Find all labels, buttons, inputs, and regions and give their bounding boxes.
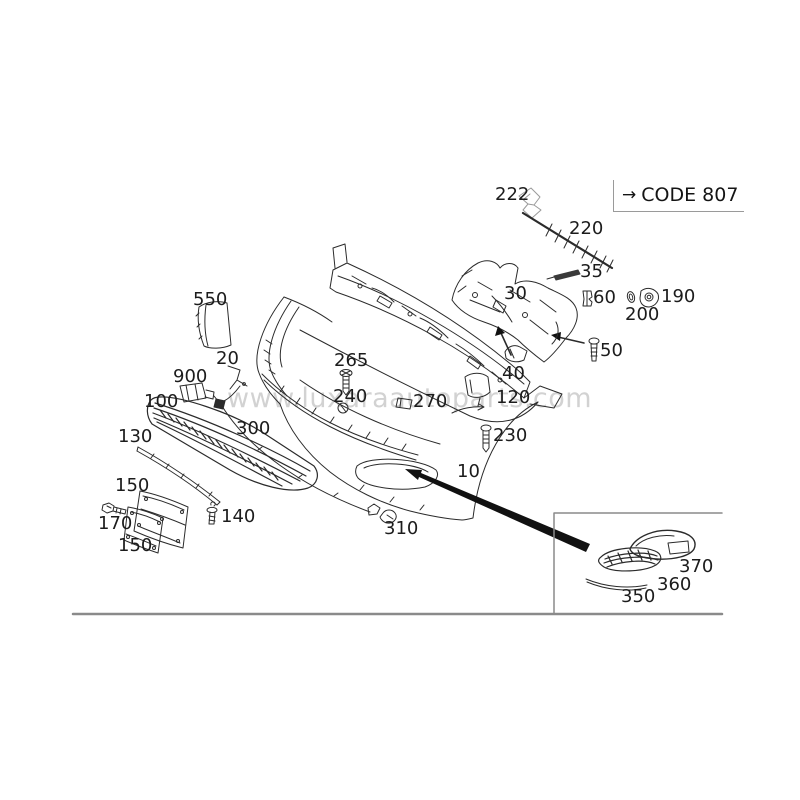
part-label-120: 120 [496,387,531,408]
panel-550-drawing [195,301,232,349]
part-label-360: 360 [657,574,692,595]
screw-50-drawing [551,332,600,362]
screw-265-drawing [339,369,353,396]
part-label-222: 222 [495,184,530,205]
part-label-200: 200 [625,304,660,325]
screw-230-drawing [480,424,492,453]
parktronic-sensor-drawing [626,287,659,308]
part-label-240: 240 [333,386,368,407]
part-label-10: 10 [457,461,480,482]
part-label-150-lower: 150 [118,535,153,556]
bracket-120-drawing [451,372,491,414]
part-label-220: 220 [569,218,604,239]
clip-60-drawing [582,290,593,307]
clip-270-drawing [395,397,413,410]
license-bracket-lower-drawing [123,506,164,554]
grille-100-drawing [146,396,318,491]
part-label-170: 170 [98,513,133,534]
part-label-265: 265 [334,350,369,371]
washer-cap-drawing [518,187,542,219]
part-label-20: 20 [216,348,239,369]
part-label-310: 310 [384,518,419,539]
clip-140-drawing [206,501,218,525]
foam-strip-drawing [546,269,581,281]
part-label-300: 300 [236,418,271,439]
impact-bar-drawing [329,243,563,409]
grommet-240-drawing [337,402,349,414]
part-label-50: 50 [600,340,623,361]
part-label-230: 230 [493,425,528,446]
inset-box [553,512,723,614]
part-label-140: 140 [221,506,256,527]
bolt-170-drawing [101,502,127,515]
mount-bracket-assembly-drawing [451,260,578,363]
harness-300-drawing [221,405,397,524]
part-label-40: 40 [502,363,525,384]
part-label-900: 900 [173,366,208,387]
part-label-150-upper: 150 [115,475,150,496]
code-807-box: → CODE 807 [613,180,745,212]
bumper-cover-drawing [256,296,539,521]
trim-strip-130-drawing [136,446,221,506]
code-arrow-icon: → [622,185,637,205]
part-label-60: 60 [593,287,616,308]
part-label-350: 350 [621,586,656,607]
part-label-190: 190 [661,286,696,307]
part-label-370: 370 [679,556,714,577]
fog-grille-360-drawing [598,547,662,572]
bracket-40-drawing [504,345,528,363]
bracket-20-drawing [223,365,248,402]
part-label-100: 100 [144,391,179,412]
part-label-550: 550 [193,289,228,310]
strip-350-drawing [585,578,648,591]
pointer-arrow [405,469,590,552]
part-label-35: 35 [580,261,603,282]
part-label-270: 270 [413,391,448,412]
part-label-30: 30 [504,283,527,304]
license-bracket-upper-drawing [133,490,189,549]
part-label-130: 130 [118,426,153,447]
wiring-strip-drawing [521,211,614,273]
code-label: CODE 807 [641,184,739,206]
